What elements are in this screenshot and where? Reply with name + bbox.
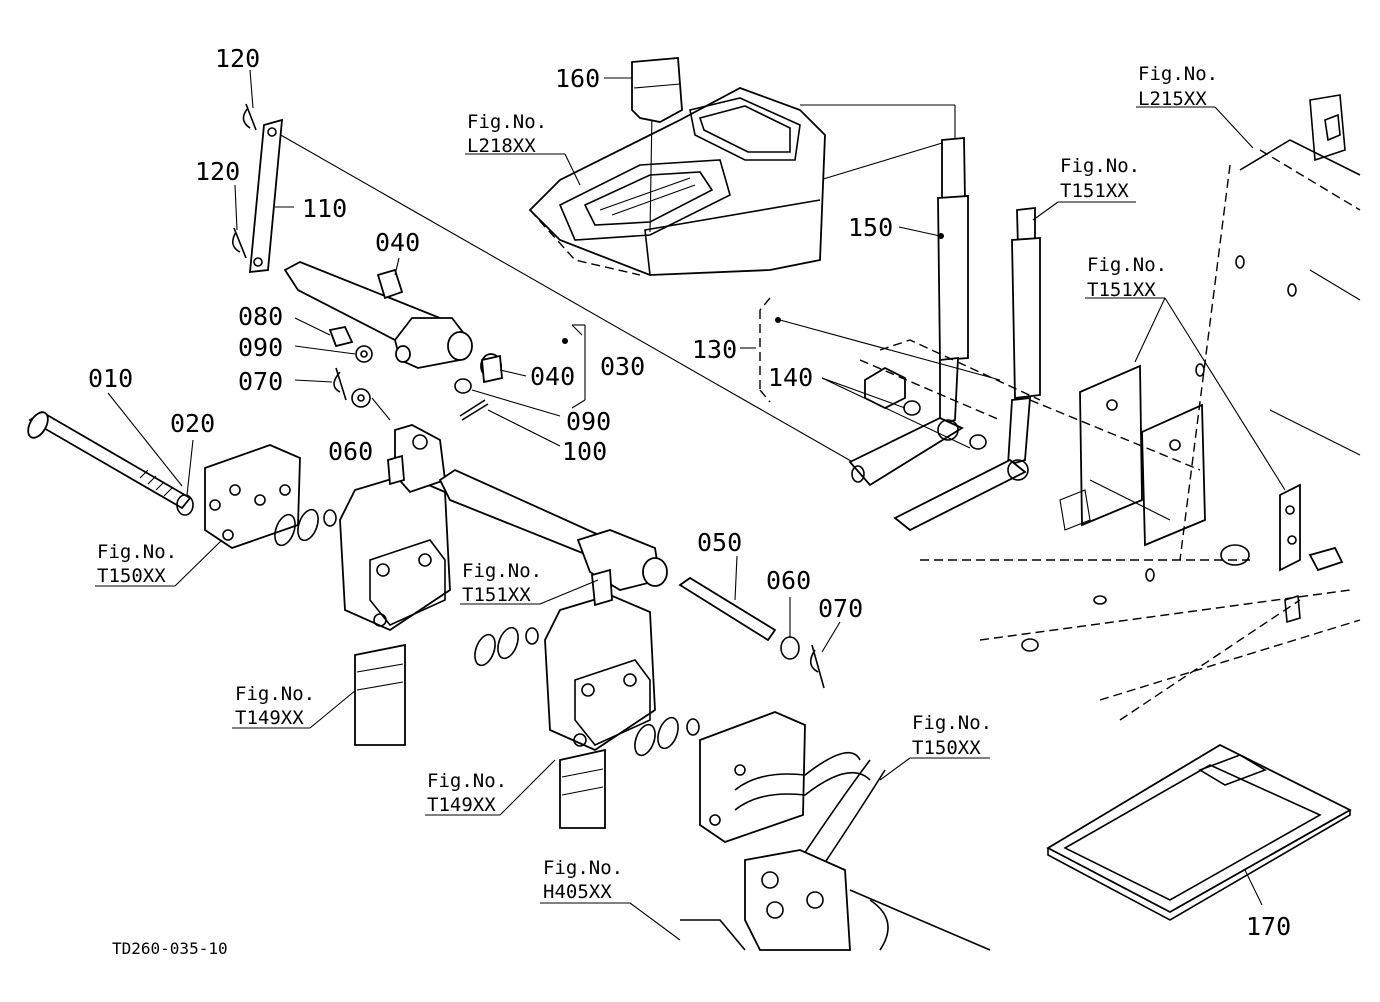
fig-ref-code-l218: L218XX [467, 135, 536, 157]
fig-ref-label-l218: Fig.No. [467, 111, 547, 133]
part-labels: 010 020 030 040 040 050 060 060 070 070 … [88, 44, 1291, 941]
fig-ref-label-t150-right: Fig.No. [912, 712, 992, 734]
part-label-090-right: 090 [566, 407, 611, 436]
fig-ref-code-t150-left: T150XX [97, 565, 166, 587]
fig-ref-label-l215: Fig.No. [1138, 63, 1218, 85]
fig-ref-label-t149-left: Fig.No. [235, 683, 315, 705]
part-label-060-right: 060 [766, 566, 811, 595]
part-label-070-left: 070 [238, 367, 283, 396]
part-label-060-left: 060 [328, 437, 373, 466]
fig-ref-code-t151-right: T151XX [1087, 279, 1156, 301]
fig-ref-code-t149-lower: T149XX [427, 794, 496, 816]
fig-ref-label-t151-mid: Fig.No. [462, 560, 542, 582]
diagram-code: TD260-035-10 [112, 939, 228, 958]
valve-section-1 [339, 424, 451, 746]
part-label-010: 010 [88, 364, 133, 393]
part-label-040-upper: 040 [375, 228, 420, 257]
part-label-050: 050 [697, 528, 742, 557]
bolt-part [27, 410, 194, 516]
valve-section-2 [544, 568, 656, 829]
fig-ref-code-l215: L215XX [1138, 88, 1207, 110]
part-label-030: 030 [600, 352, 645, 381]
part-label-150: 150 [848, 213, 893, 242]
leader-lines [95, 69, 1286, 941]
fig-ref-label-h405: Fig.No. [543, 857, 623, 879]
fig-ref-label-t151-top: Fig.No. [1060, 155, 1140, 177]
figure-refs: Fig.No. L218XX Fig.No. L215XX Fig.No. T1… [97, 63, 1218, 903]
fig-ref-label-t151-right: Fig.No. [1087, 254, 1167, 276]
part-label-100: 100 [562, 437, 607, 466]
part-label-120-mid: 120 [195, 157, 240, 186]
part-label-110: 110 [302, 194, 347, 223]
fig-ref-code-t151-mid: T151XX [462, 584, 531, 606]
lever-150-part [848, 137, 969, 487]
part-label-170: 170 [1246, 912, 1291, 941]
console-part [528, 87, 826, 276]
knob-part [631, 57, 683, 123]
part-label-090-left: 090 [238, 333, 283, 362]
part-label-040-lower: 040 [530, 362, 575, 391]
part-label-070-right: 070 [818, 594, 863, 623]
lever-arm-assembly [283, 261, 503, 421]
fig-ref-code-t149-left: T149XX [235, 707, 304, 729]
part-label-160: 160 [555, 64, 600, 93]
fig-ref-code-t151-top: T151XX [1060, 180, 1129, 202]
part-label-140: 140 [768, 363, 813, 392]
fig-ref-label-t150-left: Fig.No. [97, 541, 177, 563]
line-art [27, 57, 1361, 951]
lever-link-part [232, 103, 284, 274]
manual-part [1046, 743, 1352, 921]
part-label-080: 080 [238, 302, 283, 331]
fig-ref-label-t149-lower: Fig.No. [427, 770, 507, 792]
part-label-130: 130 [692, 335, 737, 364]
part-label-020: 020 [170, 409, 215, 438]
fig-ref-code-h405: H405XX [543, 881, 612, 903]
part-label-120-top: 120 [215, 44, 260, 73]
fig-ref-code-t150-right: T150XX [912, 737, 981, 759]
